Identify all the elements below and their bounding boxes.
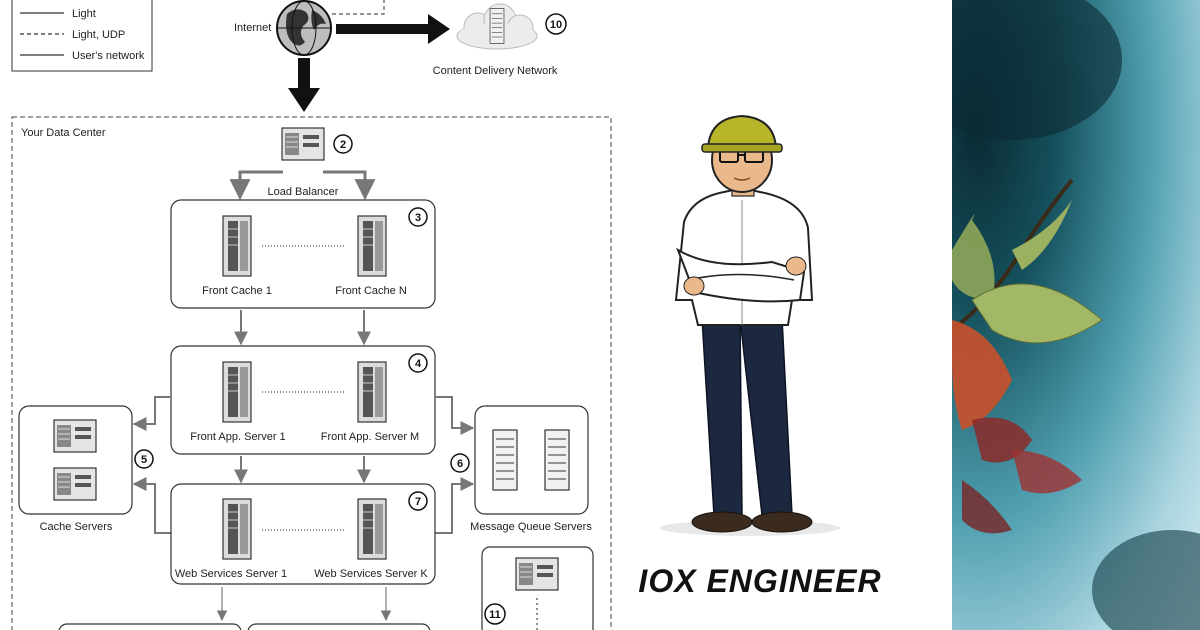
lb-to-cacheN-arrow <box>323 170 376 201</box>
app-to-queue-arrow <box>435 396 475 435</box>
legend-users-label: User's network <box>72 50 145 62</box>
flower-3 <box>1012 450 1082 494</box>
web-services-group: 7 Web Services Server 1 Web Services Ser… <box>170 483 436 585</box>
web-services-1-icon <box>222 498 252 560</box>
cache-server-icon-1 <box>53 419 97 453</box>
front-app-m-icon <box>357 361 387 423</box>
queue-server-icon-2 <box>544 429 570 491</box>
front-cache-n-label: Front Cache N <box>335 285 407 297</box>
ws-to-cache-servers-arrow <box>132 477 171 534</box>
crossed-arms <box>676 247 806 303</box>
message-queue-number-badge <box>450 453 470 473</box>
legend-udp-label: Light, UDP <box>72 29 125 41</box>
queue-server-icon-1 <box>492 429 518 491</box>
bottom-left-box <box>58 623 242 630</box>
web-services-number-badge <box>408 491 428 511</box>
web-services-1-label: Web Services Server 1 <box>175 568 287 580</box>
message-queue-box <box>474 405 589 515</box>
load-balancer-number: 2 <box>340 139 346 151</box>
front-cache-1-icon <box>222 215 252 277</box>
plant-photo-svg <box>952 0 1200 630</box>
front-app-number: 4 <box>415 358 422 370</box>
front-app-number-badge <box>408 353 428 373</box>
legend-box <box>11 0 153 72</box>
message-queue-label: Message Queue Servers <box>470 521 592 533</box>
front-app-1-label: Front App. Server 1 <box>190 431 285 443</box>
left-leg <box>701 317 743 516</box>
engineer-caption: IOX ENGINEER <box>638 563 881 599</box>
ws-to-queue-arrow <box>435 477 475 534</box>
architecture-diagram: Light Light, UDP User's network Internet <box>11 0 612 630</box>
load-balancer-node: 2 Load Balancer <box>229 127 376 201</box>
plant-photo <box>952 0 1200 630</box>
cache-server-icon-2 <box>53 467 97 501</box>
load-balancer-number-badge <box>333 134 353 154</box>
front-app-1-icon <box>222 361 252 423</box>
cache-servers-label: Cache Servers <box>40 521 113 533</box>
dark-foliage-top <box>952 0 1122 140</box>
flower-1 <box>952 320 1012 430</box>
cache-servers-box <box>18 405 133 515</box>
left-hand <box>683 276 705 296</box>
legend-light-label: Light <box>72 8 96 20</box>
front-cache-number-badge <box>408 207 428 227</box>
bottom-right-number-badge <box>484 603 506 625</box>
front-app-group: 4 Front App. Server 1 Front App. Server … <box>170 345 436 455</box>
right-leg <box>739 317 793 516</box>
cdn-number: 10 <box>550 19 562 31</box>
message-queue-number: 6 <box>457 458 463 470</box>
web-services-number: 7 <box>415 496 421 508</box>
engineer-illustration-panel: IOX ENGINEER <box>632 0 952 630</box>
internet-to-cdn-arrow <box>336 14 450 44</box>
right-shoe <box>751 511 813 533</box>
lb-to-cache1-arrow <box>229 170 283 201</box>
cdn-label: Content Delivery Network <box>433 65 558 77</box>
udp-link-line <box>332 0 385 15</box>
front-cache-1-label: Front Cache 1 <box>202 285 272 297</box>
cache-servers-group: Cache Servers 5 <box>18 396 171 534</box>
bottom-middle-box <box>247 623 431 630</box>
globe-icon <box>276 0 332 56</box>
cache-servers-number-badge <box>134 449 154 469</box>
dark-foliage-bottom <box>1092 530 1200 630</box>
left-shoe <box>691 511 753 533</box>
load-balancer-label: Load Balancer <box>268 186 339 198</box>
datacenter-boundary <box>11 116 612 630</box>
internet-node: Internet <box>234 0 385 56</box>
web-services-k-label: Web Services Server K <box>314 568 428 580</box>
internet-to-datacenter-arrow <box>288 58 320 112</box>
front-app-m-label: Front App. Server M <box>321 431 419 443</box>
internet-label: Internet <box>234 22 271 34</box>
front-cache-n-icon <box>357 215 387 277</box>
hard-hat-icon <box>701 114 783 153</box>
leaf-1 <box>952 214 995 300</box>
leaf-3 <box>1012 200 1072 270</box>
shirt <box>674 186 814 326</box>
bottom-right-number: 11 <box>489 609 501 621</box>
message-queue-group: Message Queue Servers 6 <box>435 396 592 534</box>
bottom-right-group: 11 <box>481 546 594 630</box>
flower-4 <box>962 480 1012 534</box>
cdn-server-icon <box>489 8 505 44</box>
bottom-right-server-icon <box>515 557 559 591</box>
front-cache-group: 3 Front Cache 1 Front Cache N <box>170 199 436 309</box>
load-balancer-icon <box>281 127 325 161</box>
architecture-diagram-svg: Light Light, UDP User's network Internet <box>11 0 612 630</box>
app-to-cache-servers-arrow <box>132 396 171 431</box>
cdn-number-badge <box>545 13 567 35</box>
engineer-figure: IOX ENGINEER <box>638 114 881 599</box>
leaf-2 <box>971 283 1103 344</box>
plant-photo-panel <box>952 0 1200 630</box>
engineer-svg: IOX ENGINEER <box>638 114 881 599</box>
right-hand <box>785 256 807 276</box>
legend: Light Light, UDP User's network <box>11 0 153 72</box>
cdn-node: 10 Content Delivery Network <box>433 3 567 77</box>
cache-servers-number: 5 <box>141 454 147 466</box>
datacenter-label: Your Data Center <box>21 127 106 139</box>
front-cache-number: 3 <box>415 212 421 224</box>
web-services-k-icon <box>357 498 387 560</box>
